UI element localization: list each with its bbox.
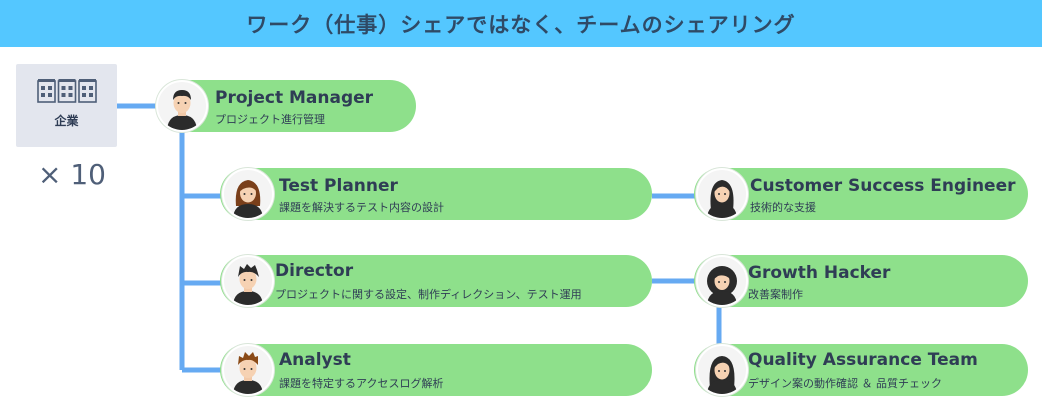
avatar-analyst (222, 344, 274, 396)
node-test-planner: Test Planner 課題を解決するテスト内容の設計 (220, 168, 652, 220)
company-multiplier: × 10 (38, 158, 106, 191)
avatar-quality-assurance-team (696, 344, 748, 396)
role-description: 課題を解決するテスト内容の設計 (279, 201, 444, 214)
role-title: Analyst (279, 350, 351, 370)
role-title: Customer Success Engineer (750, 176, 1016, 196)
node-analyst: Analyst 課題を特定するアクセスログ解析 (220, 344, 652, 396)
header-banner: ワーク（仕事）シェアではなく、チームのシェアリング (0, 0, 1042, 47)
node-quality-assurance-team: Quality Assurance Team デザイン案の動作確認 ＆ 品質チェ… (694, 344, 1028, 396)
role-title: Growth Hacker (748, 263, 891, 283)
company-label: 企業 (54, 114, 79, 128)
role-description: 改善案制作 (748, 288, 803, 301)
role-title: Project Manager (215, 88, 374, 108)
avatar-growth-hacker (696, 255, 748, 307)
node-director: Director プロジェクトに関する設定、制作ディレクション、テスト運用 (220, 255, 652, 307)
node-customer-success-engineer: Customer Success Engineer 技術的な支援 (694, 168, 1028, 220)
node-project-manager: Project Manager プロジェクト進行管理 (156, 80, 416, 132)
role-description: 課題を特定するアクセスログ解析 (279, 377, 444, 390)
buildings-icon (36, 79, 97, 103)
node-growth-hacker: Growth Hacker 改善案制作 (694, 255, 1028, 307)
role-description: デザイン案の動作確認 ＆ 品質チェック (748, 377, 942, 390)
role-title: Quality Assurance Team (748, 350, 978, 370)
avatar-project-manager (156, 80, 208, 132)
avatar-customer-success-engineer (696, 168, 748, 220)
role-title: Director (275, 261, 354, 281)
role-description: 技術的な支援 (750, 201, 816, 214)
banner-title: ワーク（仕事）シェアではなく、チームのシェアリング (246, 12, 796, 37)
role-description: プロジェクト進行管理 (215, 113, 325, 126)
avatar-director (222, 255, 274, 307)
role-description: プロジェクトに関する設定、制作ディレクション、テスト運用 (275, 288, 582, 301)
role-title: Test Planner (279, 176, 398, 196)
avatar-test-planner (222, 168, 274, 220)
company-box: 企業 (16, 64, 117, 147)
